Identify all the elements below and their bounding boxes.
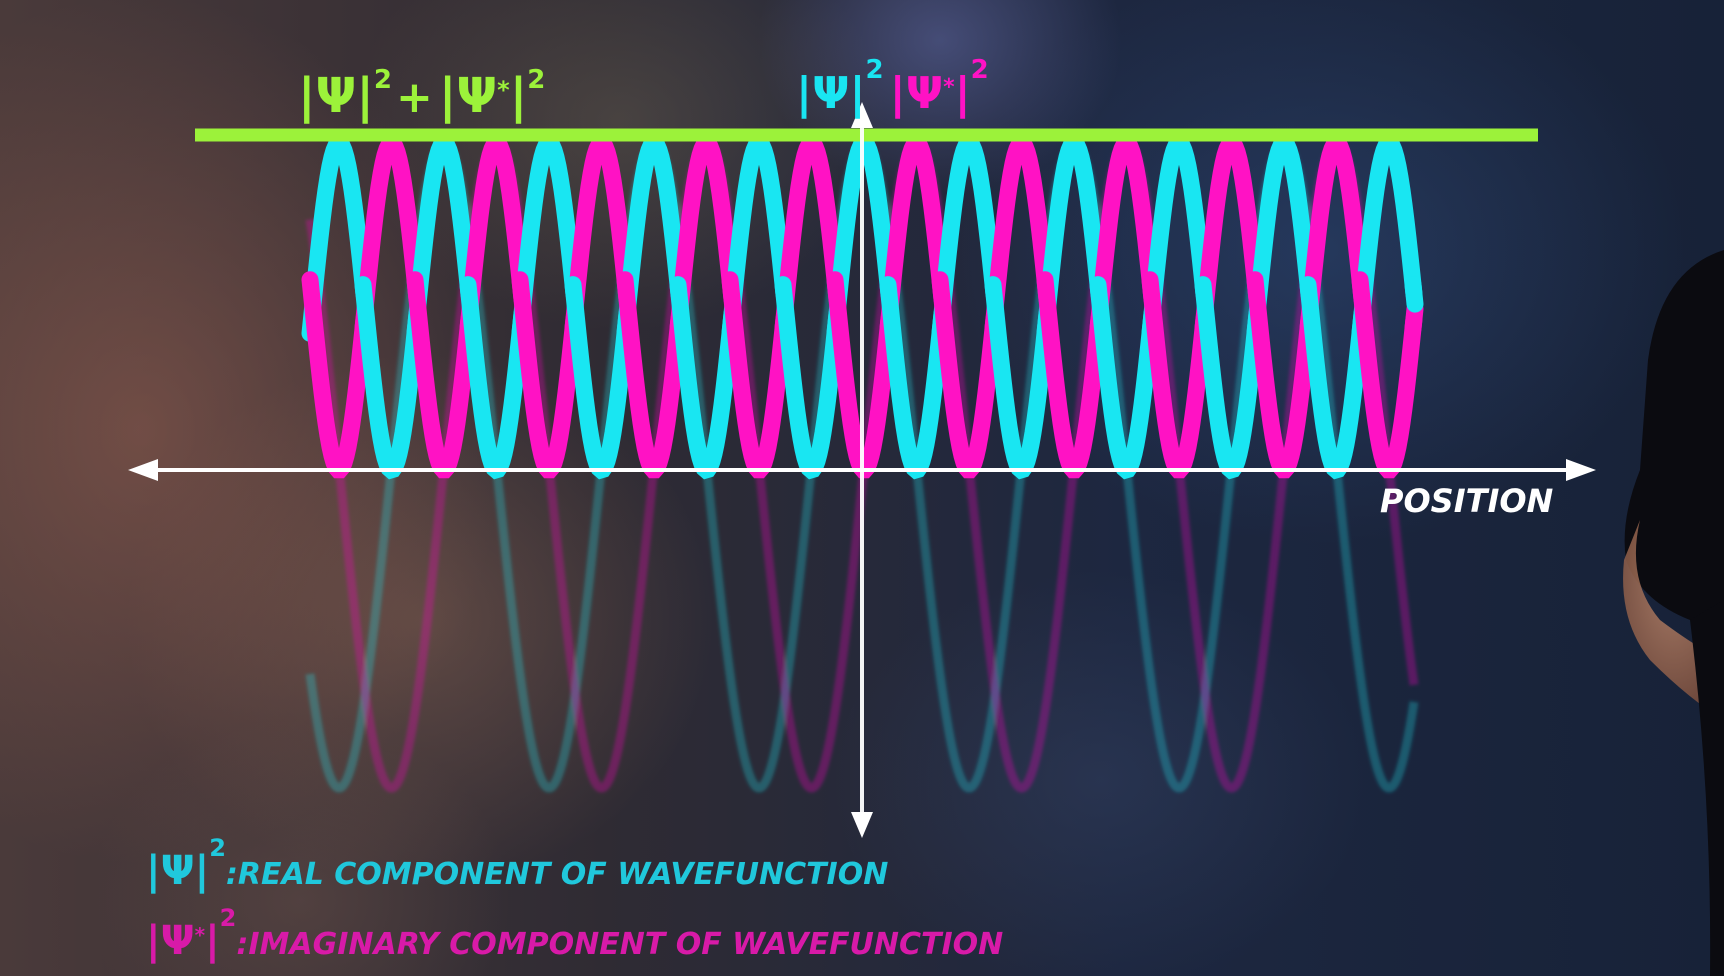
center-star: * bbox=[943, 75, 955, 100]
real-squared-wave-segment bbox=[301, 134, 373, 342]
legend-real-symbol: |Ψ| bbox=[146, 848, 209, 895]
svg-text:|Ψ|2|Ψ*|2: |Ψ|2|Ψ*|2 bbox=[796, 55, 989, 119]
vertical-axis bbox=[851, 102, 873, 838]
sum-plus: + bbox=[396, 72, 433, 123]
imaginary-squared-wave-segment bbox=[774, 133, 846, 337]
sum-formula-label: |Ψ|2+|Ψ*|2 bbox=[298, 65, 545, 124]
real-squared-wave-segment bbox=[1036, 134, 1108, 342]
imaginary-squared-wave-segment bbox=[1194, 133, 1266, 337]
imaginary-squared-wave-segment bbox=[511, 271, 583, 479]
legend-real-text: :REAL COMPONENT OF WAVEFUNCTION bbox=[226, 857, 888, 892]
real-squared-wave-segment bbox=[1351, 134, 1423, 342]
sum-psi-imag: |Ψ bbox=[439, 68, 497, 124]
position-axis-label: POSITION bbox=[1380, 482, 1554, 520]
legend-imaginary: |Ψ*|2:IMAGINARY COMPONENT OF WAVEFUNCTIO… bbox=[146, 904, 1003, 965]
legend-imag-text: :IMAGINARY COMPONENT OF WAVEFUNCTION bbox=[236, 927, 1003, 962]
legend-imag-symbol: |Ψ bbox=[146, 918, 195, 965]
components-formula-label: |Ψ|2|Ψ*|2 bbox=[796, 55, 989, 119]
imaginary-squared-wave-segment bbox=[459, 133, 531, 337]
svg-text:|Ψ|2+|Ψ*|2: |Ψ|2+|Ψ*|2 bbox=[298, 65, 545, 124]
imaginary-squared-wave-segment bbox=[301, 271, 373, 479]
real-squared-wave-segment bbox=[1141, 134, 1213, 342]
axis-left-arrow-icon bbox=[128, 459, 158, 481]
center-psi-real: |Ψ| bbox=[796, 68, 866, 119]
presenter-silhouette bbox=[1623, 250, 1724, 976]
imaginary-squared-wave-segment bbox=[1299, 133, 1371, 337]
legend-real: |Ψ|2:REAL COMPONENT OF WAVEFUNCTION bbox=[146, 834, 888, 895]
imaginary-squared-wave-segment bbox=[931, 271, 1003, 479]
center-close-imag: | bbox=[955, 68, 971, 119]
imaginary-squared-wave-segment bbox=[1351, 271, 1423, 479]
center-sup-imag: 2 bbox=[971, 55, 989, 85]
legend-imag-sup: 2 bbox=[220, 904, 237, 932]
imaginary-squared-wave-segment bbox=[1141, 271, 1213, 479]
imaginary-squared-wave-segment bbox=[354, 133, 426, 337]
real-squared-wave-segment bbox=[616, 134, 688, 342]
center-sup-real: 2 bbox=[866, 55, 884, 85]
legend: |Ψ|2:REAL COMPONENT OF WAVEFUNCTION |Ψ*|… bbox=[146, 834, 1003, 965]
real-squared-wave-segment bbox=[721, 134, 793, 342]
imaginary-squared-wave-segment bbox=[564, 133, 636, 337]
axis-down-arrow-icon bbox=[851, 812, 873, 838]
imaginary-squared-wave-segment bbox=[669, 133, 741, 337]
real-squared-wave-segment bbox=[931, 134, 1003, 342]
legend-imag-star: * bbox=[195, 923, 206, 947]
sum-close-imag: | bbox=[510, 68, 528, 124]
imaginary-squared-wave-segment bbox=[984, 133, 1056, 337]
sum-sup-imag: 2 bbox=[527, 65, 545, 95]
real-squared-wave-segment bbox=[1246, 134, 1318, 342]
imaginary-squared-wave-segment bbox=[721, 271, 793, 479]
imaginary-squared-wave-segment bbox=[1089, 133, 1161, 337]
sum-psi-real: |Ψ| bbox=[298, 68, 374, 124]
axis-right-arrow-icon bbox=[1566, 459, 1596, 481]
real-squared-wave-segment bbox=[511, 134, 583, 342]
real-squared-wave-segment bbox=[406, 134, 478, 342]
real-squared-wave-segment bbox=[1404, 276, 1424, 313]
sum-star: * bbox=[497, 76, 510, 104]
imaginary-squared-wave-segment bbox=[879, 133, 951, 337]
axis-up-arrow-icon bbox=[851, 102, 873, 128]
legend-real-sup: 2 bbox=[209, 834, 226, 862]
center-psi-imag: |Ψ bbox=[890, 68, 943, 119]
sum-sup-real: 2 bbox=[374, 65, 392, 95]
legend-imag-close: | bbox=[205, 918, 220, 965]
